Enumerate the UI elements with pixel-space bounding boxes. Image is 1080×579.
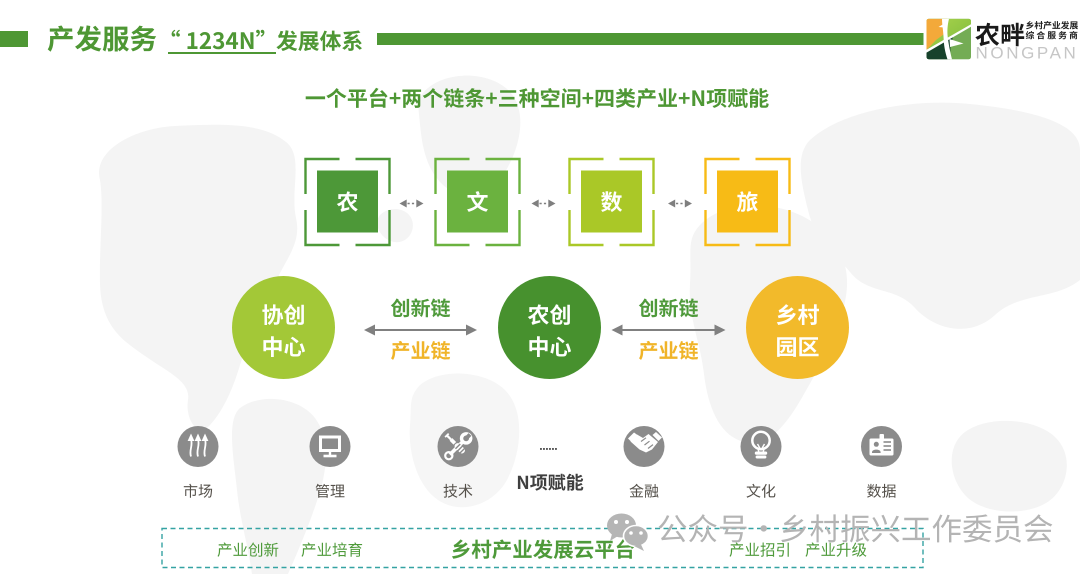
svg-text:NONGPAN: NONGPAN <box>976 44 1079 63</box>
